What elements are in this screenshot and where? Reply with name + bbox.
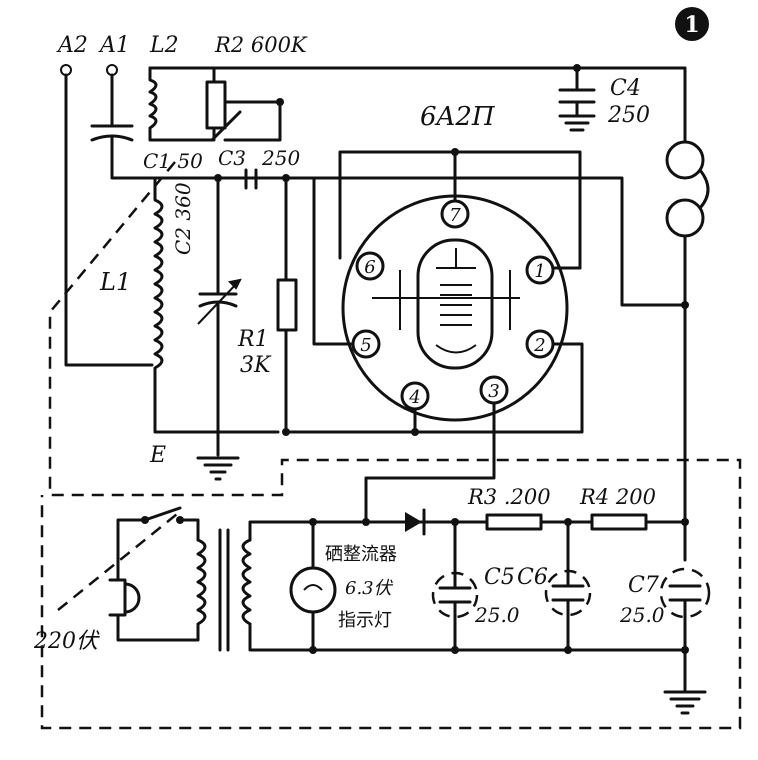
- l2-label: L2: [149, 33, 179, 58]
- potentiometer-r2: R2 600K: [205, 33, 308, 142]
- capacitor-c7: C7 25.0: [619, 567, 711, 692]
- svg-text:6: 6: [364, 257, 375, 278]
- transformer: [196, 520, 687, 652]
- ground-symbol-main: [196, 456, 240, 481]
- mains-voltage-label: 220伏: [33, 629, 100, 654]
- r1-label: R1: [237, 327, 269, 352]
- tube-envelope: [416, 238, 494, 370]
- c7-label: C7: [628, 573, 659, 598]
- figure-number-badge: 1: [675, 7, 709, 41]
- selenium-rectifier-diode: [362, 508, 426, 536]
- mains-plug: 220伏: [33, 506, 200, 654]
- r4-label: R4 200: [579, 485, 656, 509]
- c1-label: C1 50: [143, 149, 203, 173]
- resistor-r3: R3 .200: [467, 485, 551, 531]
- coil-l1: L1 E: [99, 176, 280, 468]
- terminal-a2-label: A2: [56, 33, 88, 58]
- tube-pin-2: 2: [525, 329, 555, 359]
- antenna-terminal-a1: A1: [90, 33, 442, 180]
- c6-label: C6: [517, 565, 548, 590]
- svg-text:1: 1: [534, 261, 545, 282]
- capacitor-c3: C3 250: [214, 146, 300, 190]
- l1-label: L1: [99, 268, 131, 296]
- r2-label: R2 600K: [214, 33, 308, 57]
- svg-text:2: 2: [533, 335, 545, 356]
- c3-label: C3: [218, 146, 246, 170]
- tube-pin-5: 5: [351, 329, 381, 359]
- svg-text:1: 1: [684, 12, 699, 38]
- vacuum-tube-6a2p: 6A2П 7 6 1 5 2 4 3: [341, 102, 569, 422]
- capacitor-c5: C5: [431, 520, 515, 654]
- c5-label: C5: [484, 565, 515, 590]
- ground-e-label: E: [149, 443, 166, 468]
- rectifier-label: 硒整流器: [325, 544, 397, 565]
- capacitor-c6: C6 25.0: [474, 520, 592, 654]
- r1-value: 3K: [240, 353, 272, 378]
- tube-pin-7: 7: [440, 199, 470, 229]
- c4-value: 250: [607, 103, 650, 128]
- tube-model-label: 6A2П: [420, 102, 496, 132]
- tube-pin-1: 1: [525, 255, 555, 285]
- c4-label: C4: [610, 76, 641, 101]
- svg-text:5: 5: [360, 335, 371, 356]
- terminal-a1-label: A1: [98, 33, 130, 58]
- tube-pin-4: 4: [400, 381, 430, 411]
- c56-value: 25.0: [474, 603, 520, 627]
- headphones: [665, 66, 710, 562]
- tube-pin-3: 3: [479, 375, 509, 405]
- svg-text:3: 3: [488, 381, 499, 402]
- antenna-terminal-a2: A2: [56, 33, 154, 367]
- r3-label: R3 .200: [467, 485, 551, 509]
- capacitor-c4: C4 250: [558, 64, 650, 132]
- lamp-label: 指示灯: [338, 610, 392, 631]
- coil-l2: L2: [148, 33, 687, 142]
- ground-symbol-power: [663, 690, 707, 715]
- c2-label: C2 360: [171, 182, 195, 255]
- resistor-r4: R4 200: [579, 485, 656, 531]
- tube-pin-6: 6: [355, 251, 385, 281]
- resistor-r1: R1 3K: [237, 176, 298, 436]
- svg-text:7: 7: [449, 205, 461, 226]
- c3-value: 250: [261, 146, 300, 170]
- capacitor-c1-plate-bottom: [90, 134, 134, 142]
- lamp-voltage-label: 6.3伏: [345, 578, 394, 599]
- variable-capacitor-c2: C2 360: [171, 176, 242, 457]
- svg-text:4: 4: [408, 387, 420, 408]
- indicator-lamp: 硒整流器 6.3伏 指示灯: [289, 518, 397, 654]
- c7-value: 25.0: [619, 603, 665, 627]
